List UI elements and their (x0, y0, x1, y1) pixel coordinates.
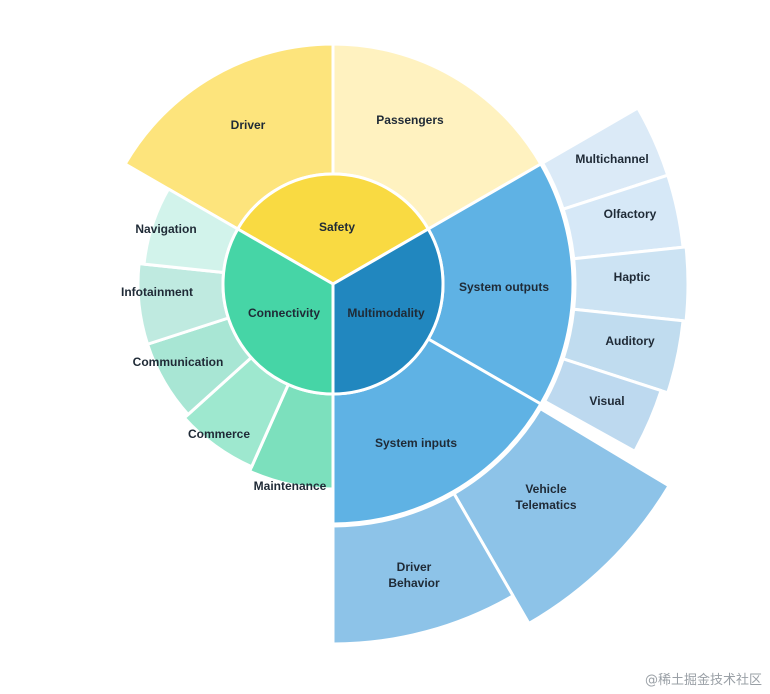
outer-segment-driver-behavior (331, 492, 515, 646)
label-passengers: Passengers (376, 113, 444, 127)
outer-segment-vehicle-telematics (452, 407, 671, 625)
label-safety: Safety (319, 220, 355, 234)
label-maintenance: Maintenance (254, 479, 327, 493)
label-multimodality: Multimodality (347, 306, 425, 320)
watermark: @稀土掘金技术社区 (644, 673, 762, 688)
label-system-outputs: System outputs (459, 280, 549, 294)
inner-segment-multimodality (331, 227, 445, 396)
label-multichannel: Multichannel (575, 152, 648, 166)
label-driver: Driver (231, 118, 266, 132)
label-connectivity: Connectivity (248, 306, 320, 320)
label-auditory: Auditory (605, 334, 655, 348)
label-navigation: Navigation (135, 222, 196, 236)
inner-segment-safety (236, 172, 430, 286)
label-commerce: Commerce (188, 427, 250, 441)
label-infotainment: Infotainment (121, 285, 193, 299)
label-system-inputs: System inputs (375, 436, 457, 450)
outer-segment-visual (543, 357, 663, 453)
label-olfactory: Olfactory (604, 207, 657, 221)
inner-segment-connectivity (221, 227, 335, 396)
label-communication: Communication (133, 355, 224, 369)
label-haptic: Haptic (614, 270, 651, 284)
label-visual: Visual (589, 394, 624, 408)
